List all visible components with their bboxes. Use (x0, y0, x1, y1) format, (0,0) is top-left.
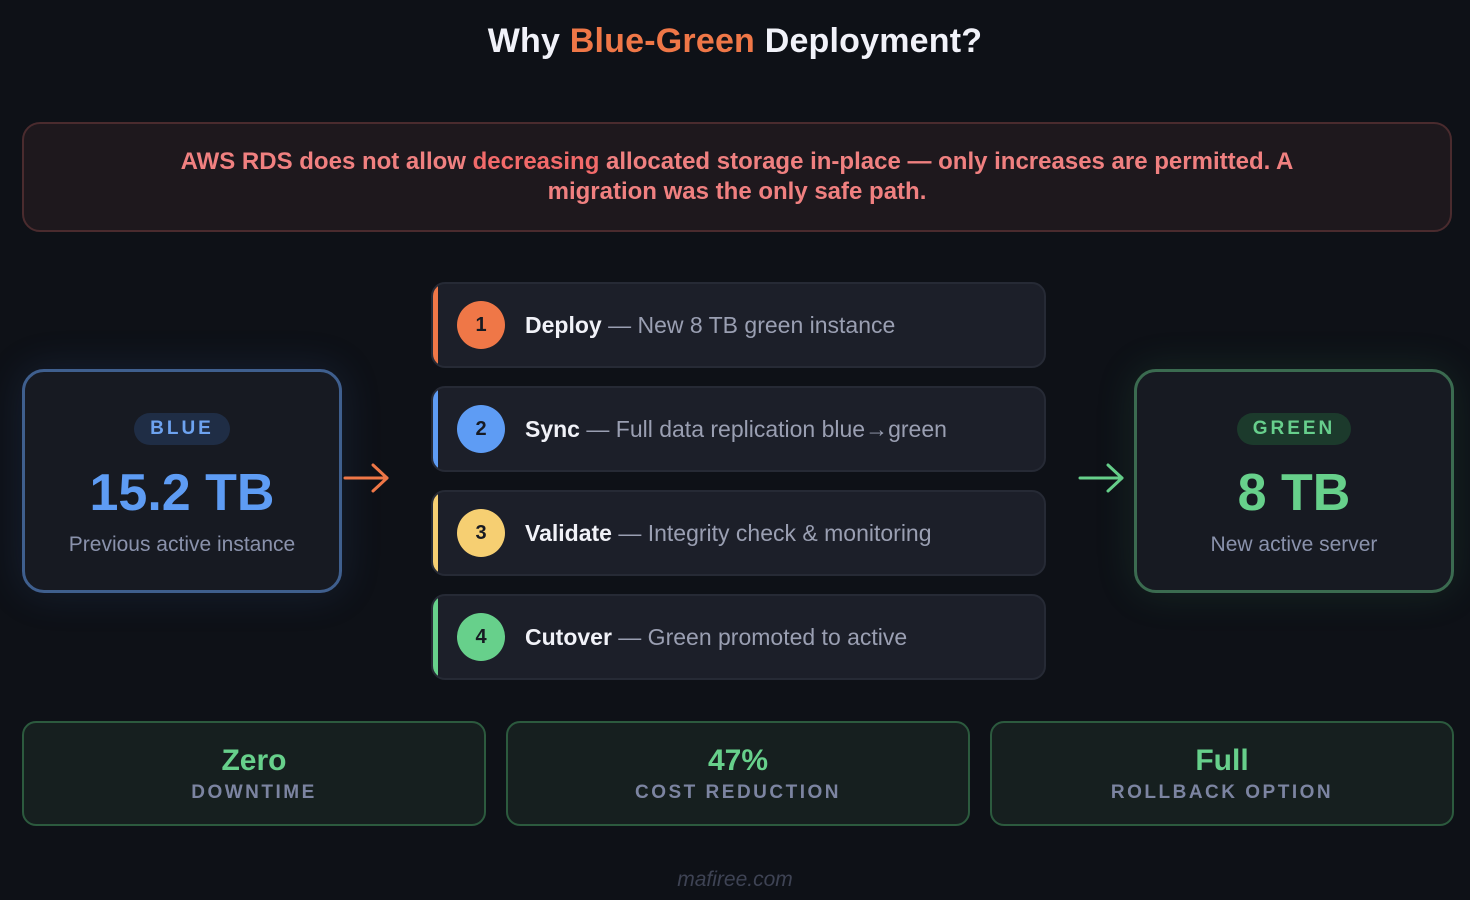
blue-size: 15.2 TB (89, 464, 275, 522)
step-description: — Integrity check & monitoring (618, 519, 932, 546)
green-instance-card: GREEN 8 TB New active server (1134, 369, 1454, 593)
stat-label: COST REDUCTION (635, 781, 841, 803)
step-accent-bar (433, 284, 438, 366)
step-number: 3 (457, 509, 505, 557)
stat-label: DOWNTIME (191, 781, 317, 803)
stat-value: Zero (221, 743, 287, 777)
blue-instance-card: BLUE 15.2 TB Previous active instance (22, 369, 342, 593)
step-label: Validate (525, 519, 612, 546)
stat-downtime: Zero DOWNTIME (22, 721, 486, 826)
step-accent-bar (433, 596, 438, 678)
title-suffix: Deployment? (764, 22, 983, 60)
blue-caption: Previous active instance (68, 533, 296, 556)
step-accent-bar (433, 492, 438, 574)
step-text: Sync — Full data replication blue→green (525, 416, 947, 443)
green-size: 8 TB (1237, 464, 1351, 522)
page-title: Why Blue-Green Deployment? (0, 22, 1470, 61)
stat-label: ROLLBACK OPTION (1110, 781, 1334, 803)
arrow-right-icon (343, 458, 391, 498)
step-label: Cutover (525, 623, 612, 650)
green-badge: GREEN (1236, 413, 1352, 445)
step-number: 2 (457, 405, 505, 453)
warning-text: AWS RDS does not allow decreasing alloca… (124, 147, 1350, 207)
title-accent: Blue-Green (569, 22, 756, 60)
stat-value: Full (1195, 743, 1249, 777)
stat-rollback: Full ROLLBACK OPTION (990, 721, 1454, 826)
step-cutover: 4 Cutover — Green promoted to active (431, 594, 1046, 680)
warning-part2: allocated storage in-place — only increa… (547, 148, 1294, 205)
steps-list: 1 Deploy — New 8 TB green instance 2 Syn… (431, 282, 1046, 698)
step-description: — New 8 TB green instance (608, 311, 896, 338)
warning-part1: AWS RDS does not allow (180, 148, 466, 175)
step-number: 4 (457, 613, 505, 661)
warning-banner: AWS RDS does not allow decreasing alloca… (22, 122, 1452, 232)
step-description: — Green promoted to active (618, 623, 908, 650)
step-sync: 2 Sync — Full data replication blue→gree… (431, 386, 1046, 472)
step-validate: 3 Validate — Integrity check & monitorin… (431, 490, 1046, 576)
arrow-right-icon (1078, 458, 1126, 498)
step-text: Cutover — Green promoted to active (525, 624, 907, 651)
step-deploy: 1 Deploy — New 8 TB green instance (431, 282, 1046, 368)
stat-value: 47% (707, 743, 769, 777)
stats-row: Zero DOWNTIME 47% COST REDUCTION Full RO… (22, 721, 1454, 826)
warning-emphasis: decreasing (472, 148, 600, 175)
step-label: Sync (525, 415, 580, 442)
step-text: Validate — Integrity check & monitoring (525, 520, 932, 547)
step-label: Deploy (525, 311, 602, 338)
step-number: 1 (457, 301, 505, 349)
step-accent-bar (433, 388, 438, 470)
title-prefix: Why (487, 22, 561, 60)
blue-badge: BLUE (134, 413, 230, 445)
step-description: — Full data replication blue→green (586, 415, 947, 442)
footer-watermark: mafiree.com (677, 868, 793, 891)
stat-cost-reduction: 47% COST REDUCTION (506, 721, 970, 826)
green-caption: New active server (1210, 533, 1378, 556)
step-text: Deploy — New 8 TB green instance (525, 312, 895, 339)
